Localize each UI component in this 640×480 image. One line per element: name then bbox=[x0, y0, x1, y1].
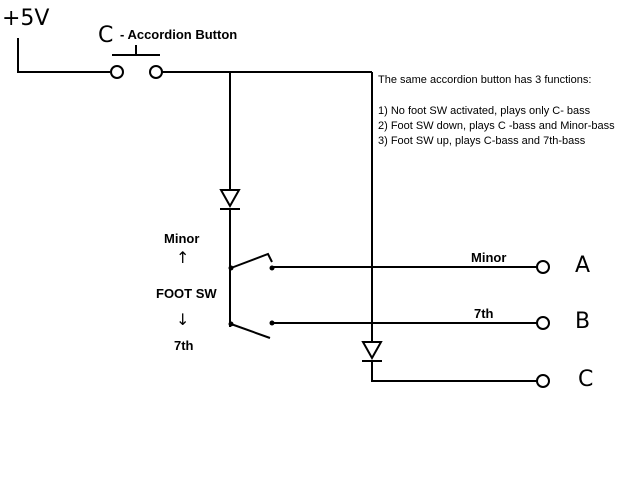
switch-lower-blade bbox=[230, 323, 271, 339]
button-letter-label: C bbox=[98, 23, 114, 48]
note-item-1: 1) No foot SW activated, plays only C- b… bbox=[378, 105, 591, 117]
seventh-wire-label: 7th bbox=[474, 306, 494, 321]
minor-wire-label: Minor bbox=[471, 250, 507, 265]
foot-switch-label: FOOT SW bbox=[156, 286, 217, 301]
supply-wire bbox=[17, 38, 110, 73]
button-contact-left bbox=[110, 65, 124, 79]
note-item-2: 2) Foot SW down, plays C -bass and Minor… bbox=[378, 120, 615, 132]
switch-upper-blade bbox=[230, 252, 273, 269]
up-arrow-icon: ↑ bbox=[176, 248, 190, 267]
terminal-b-label: B bbox=[575, 309, 591, 334]
foot-switch-up-label: Minor bbox=[164, 231, 200, 246]
terminal-c-label: C bbox=[578, 367, 594, 392]
button-contact-right bbox=[149, 65, 163, 79]
foot-switch-down-label: 7th bbox=[174, 338, 194, 353]
terminal-a-label: A bbox=[575, 253, 591, 278]
right-diode-symbol bbox=[361, 341, 383, 362]
down-arrow-icon: ↓ bbox=[176, 310, 190, 329]
terminal-c-circle bbox=[536, 374, 550, 388]
note-item-3: 3) Foot SW up, plays C-bass and 7th-bass bbox=[378, 135, 586, 147]
c-output-wire bbox=[371, 361, 537, 382]
terminal-b-circle bbox=[536, 316, 550, 330]
terminal-a-circle bbox=[536, 260, 550, 274]
accordion-button-label: - Accordion Button bbox=[120, 27, 238, 42]
button-actuator bbox=[112, 45, 160, 56]
supply-voltage-label: +5V bbox=[2, 6, 50, 31]
notes-heading: The same accordion button has 3 function… bbox=[378, 74, 592, 86]
left-diode-symbol bbox=[219, 189, 241, 210]
